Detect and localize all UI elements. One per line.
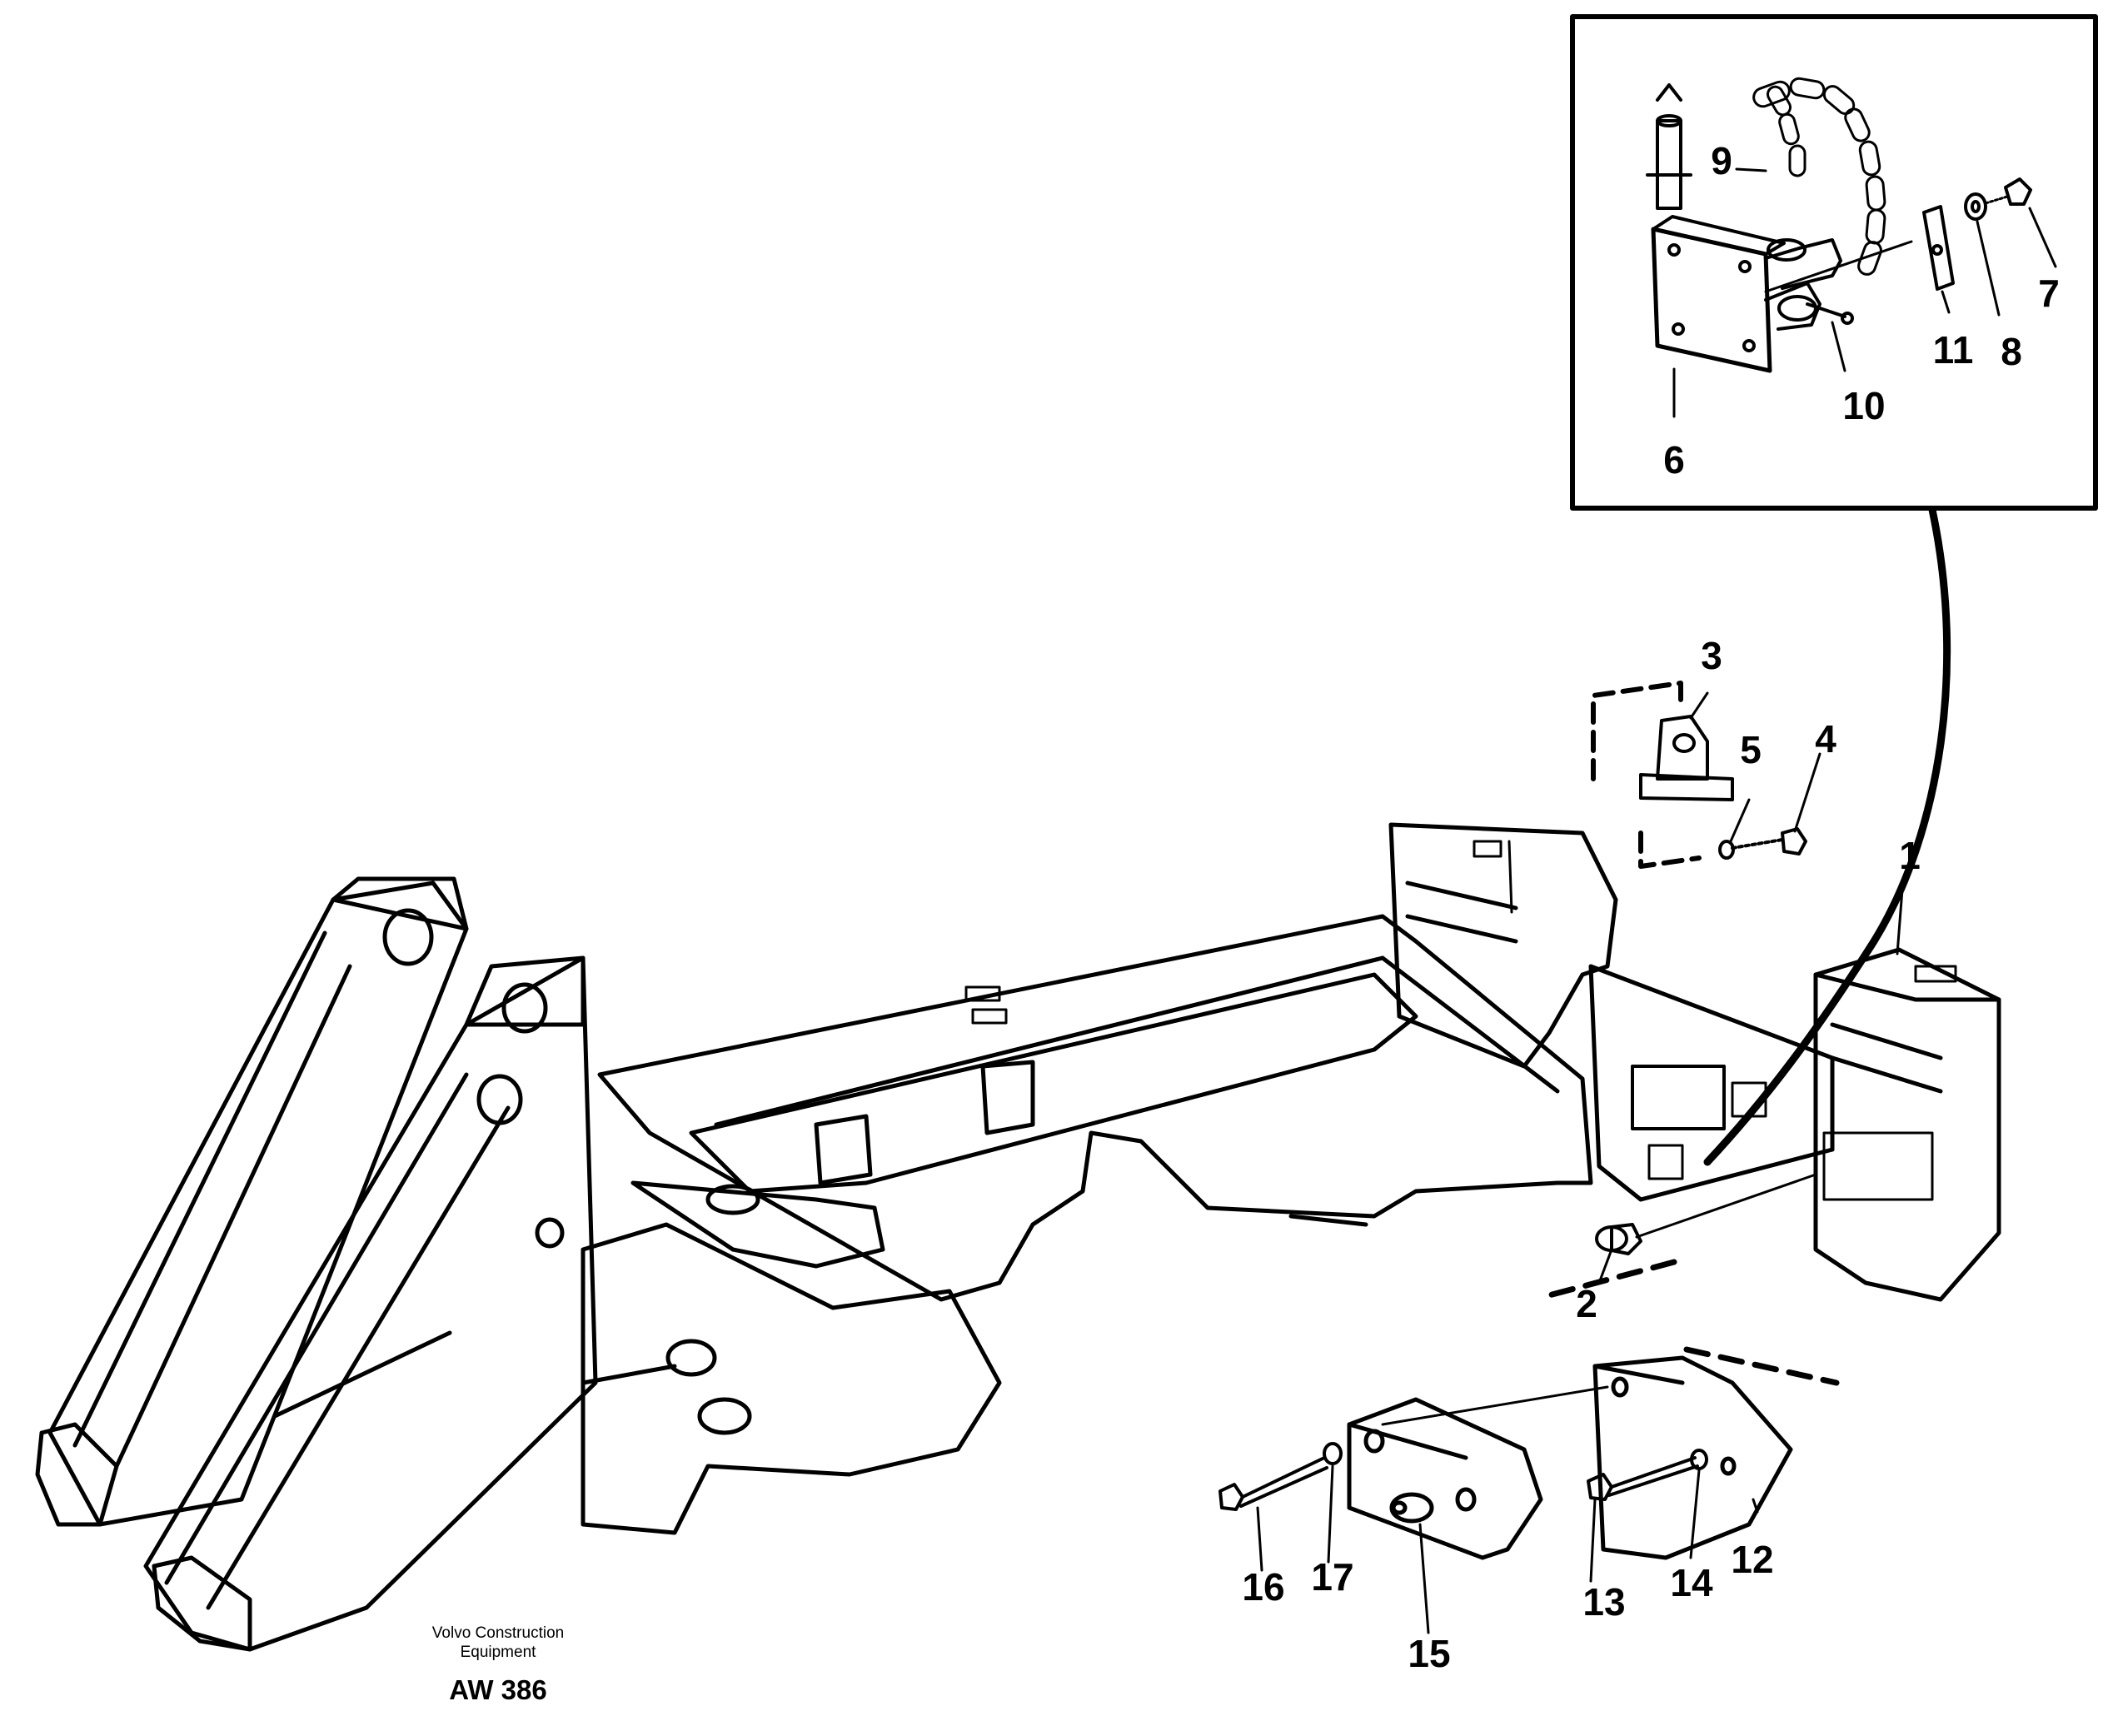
inset-leader-curve bbox=[1703, 506, 1951, 1166]
part-4-bolt bbox=[1731, 827, 1807, 856]
callout-14: 14 bbox=[1670, 1561, 1713, 1604]
callout-2: 2 bbox=[1576, 1282, 1597, 1325]
part-14-washer bbox=[1690, 1449, 1708, 1470]
main-frame bbox=[35, 822, 1835, 1652]
detail-inset bbox=[1570, 14, 2098, 511]
drawing-code: AW 386 bbox=[449, 1674, 547, 1705]
part-11-plate bbox=[1922, 205, 1955, 291]
part-17-washer bbox=[1323, 1442, 1343, 1465]
callout-11: 11 bbox=[1932, 328, 1974, 372]
part-5-washer bbox=[1718, 840, 1735, 860]
callout-7: 7 bbox=[2038, 272, 2060, 315]
part-15-weight bbox=[1347, 1385, 1609, 1560]
part-13-bolt bbox=[1587, 1456, 1699, 1501]
callout-10: 10 bbox=[1842, 384, 1886, 427]
dashed-link-5 bbox=[1638, 831, 1702, 869]
part-9-pin bbox=[1646, 83, 1692, 210]
callout-3: 3 bbox=[1701, 634, 1722, 677]
company-name-line2: Equipment bbox=[460, 1644, 536, 1661]
callout-8: 8 bbox=[2001, 330, 2022, 373]
callout-4: 4 bbox=[1815, 717, 1836, 761]
callout-6: 6 bbox=[1663, 438, 1685, 481]
part-6-bracket bbox=[1651, 215, 1913, 373]
part-2-plug bbox=[1595, 1173, 1817, 1255]
main-leaders bbox=[1256, 691, 1905, 1634]
part-12-weight bbox=[1546, 1259, 1840, 1560]
callout-12: 12 bbox=[1731, 1538, 1774, 1581]
callout-15: 15 bbox=[1408, 1632, 1451, 1675]
chain bbox=[1752, 77, 1886, 276]
inset-border bbox=[1570, 14, 2098, 511]
callout-9: 9 bbox=[1711, 139, 1732, 182]
callout-17: 17 bbox=[1311, 1555, 1354, 1599]
company-name-line1: Volvo Construction bbox=[431, 1624, 565, 1642]
callout-5: 5 bbox=[1740, 728, 1762, 771]
part-16-bolt bbox=[1218, 1456, 1328, 1511]
callout-1: 1 bbox=[1899, 834, 1921, 877]
callout-16: 16 bbox=[1242, 1565, 1285, 1609]
part-8-washer bbox=[1964, 192, 2009, 221]
inset-leaders bbox=[1672, 167, 2057, 418]
part-3-lifting-eye bbox=[1591, 681, 1734, 801]
part-1-counterweight bbox=[1813, 947, 2001, 1302]
callout-13: 13 bbox=[1582, 1580, 1626, 1624]
part-10-lynch-pin bbox=[1777, 295, 1854, 325]
part-7-bolt bbox=[2004, 177, 2032, 206]
